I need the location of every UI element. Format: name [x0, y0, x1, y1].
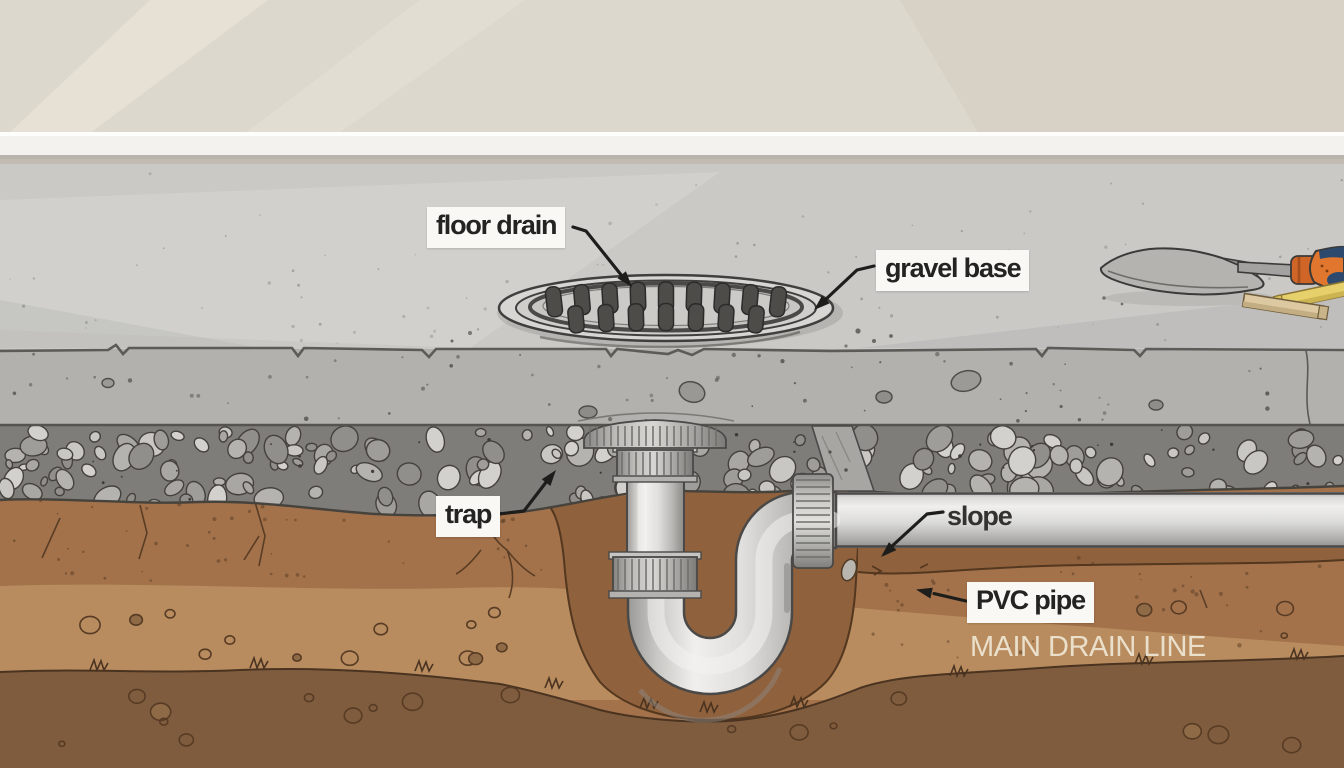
pvc-pipe-arrow	[932, 592, 968, 603]
coupling-nut-upper	[612, 445, 698, 483]
under-pipe-trench	[858, 548, 1344, 574]
gravel-base-label: gravel base	[876, 250, 1030, 291]
concrete-slab-face	[0, 343, 1344, 426]
main-drain-line-label: MAIN DRAIN LINE	[970, 630, 1206, 665]
floor-drain-grate	[497, 273, 843, 349]
baseboard	[0, 132, 1344, 166]
coupling-nut-outlet	[792, 473, 834, 569]
trap-arrow	[497, 479, 549, 516]
floor-drain-arrow	[571, 225, 624, 278]
pvc-pipe-label-text: PVC pipe	[976, 585, 1086, 615]
trowel-tool	[1099, 245, 1344, 306]
floor-drain-label: floor drain	[427, 207, 566, 248]
pvc-pipe-label: PVC pipe	[967, 582, 1094, 623]
gravel-base-label-text: gravel base	[885, 253, 1022, 283]
drain-body-flange	[583, 419, 727, 449]
trap-label-text: trap	[445, 499, 492, 529]
soil-bottom-band	[0, 656, 1344, 768]
slope-arrow	[889, 510, 945, 549]
coupling-nut-lower	[608, 551, 702, 599]
slope-label-text: slope	[947, 501, 1013, 531]
handle-navy-stripe	[1319, 247, 1344, 259]
callout-arrows	[497, 225, 968, 603]
drain-tailpiece-pipe	[626, 479, 685, 557]
wall	[0, 0, 1344, 136]
trowel-blade	[1099, 247, 1265, 296]
wood-shims	[1241, 277, 1344, 321]
gravel-base-arrow	[822, 264, 876, 303]
floor-drain-label-text: floor drain	[436, 210, 558, 240]
horizontal-pvc-pipe	[812, 492, 1344, 548]
slope-label: slope	[947, 500, 1013, 534]
trap-label: trap	[436, 496, 501, 537]
main-drain-line-label-text: MAIN DRAIN LINE	[970, 631, 1206, 663]
wood-shim-tan	[1241, 292, 1330, 321]
